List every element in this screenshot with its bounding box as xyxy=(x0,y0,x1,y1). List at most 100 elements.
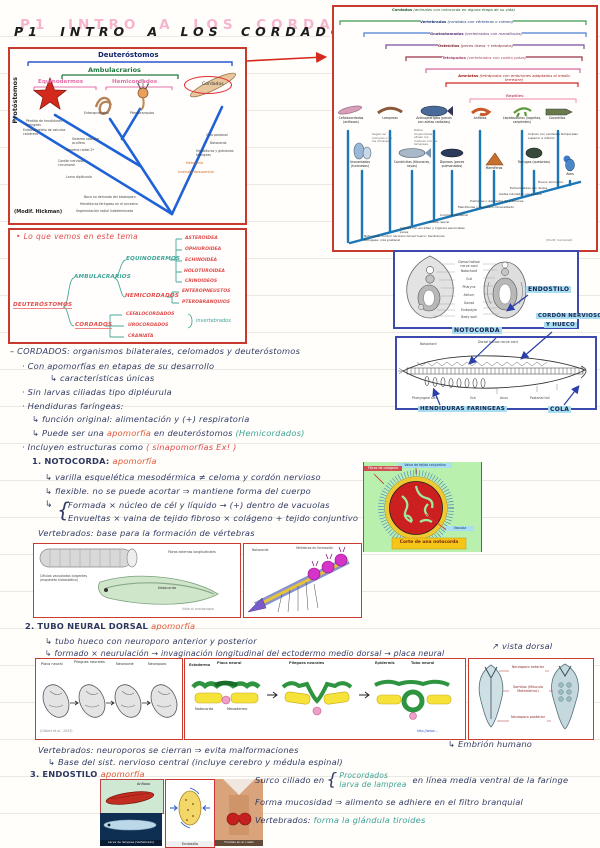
note-line: – CORDADOS: organismos bilaterales, celo… xyxy=(10,346,301,356)
vertebrae-drawing xyxy=(247,546,350,613)
taxon-label: Condrictios (tiburones, rayas) xyxy=(393,160,431,168)
fig-label: Dorsal hollow nerve cord xyxy=(458,260,480,268)
page-title: P1 INTRO A LOS CORDADOS xyxy=(14,24,361,39)
tree-node-label: Segmentación radial indeterminada xyxy=(76,209,134,213)
sec1-num: 1. NOTOCORDA: xyxy=(32,456,113,466)
cm-leaf: HOLOTUROIDEA xyxy=(184,269,225,274)
fig-label: Vértebras en formación xyxy=(296,546,334,550)
clade-sub: (vertebrados con mandíbulas) xyxy=(464,31,523,36)
hendiduras-highlight-label: HENDIDURAS FARINGEAS xyxy=(418,406,508,412)
fig-label: Anus xyxy=(500,396,508,400)
fig-caption: Endostilo xyxy=(166,841,214,847)
note-line: ↳ Puede ser una apomorfía en deuteróstom… xyxy=(32,428,305,438)
clade-bracket-label: Cordados (animales con notocorda en algu… xyxy=(392,7,515,13)
sec3-tag: apomorfía xyxy=(100,769,145,779)
note-segment-sinapomorfias: ( sinapomorfías Ex! ) xyxy=(145,442,237,452)
clade-name: Cordados xyxy=(392,7,413,12)
note-line: Forma mucosidad ⇒ alimento se adhiere en… xyxy=(255,797,524,807)
lamprey-larva-drawing xyxy=(103,819,157,831)
note-line: Formada × núcleo de cél y líquido → (+) … xyxy=(68,500,330,510)
fig-label: Epidermis xyxy=(375,661,395,665)
taxon-label: Actinopterigios (peces con aletas radiad… xyxy=(416,116,452,124)
taxon-label: Aves xyxy=(566,172,574,176)
figure-credit: (Modif. Campbell) xyxy=(546,238,573,242)
tree-node-label: Pérdida de hendiduras faríngeas xyxy=(26,119,62,127)
tree-node-label: Endoesqueleto de osículos calcáreos xyxy=(23,128,66,136)
cm-invertebrados-note: invertebrados xyxy=(196,318,231,324)
fig-label: Somitos (Músculo Metamérico) xyxy=(513,685,543,694)
sec3-title: 3. ENDOSTILO apomorfía xyxy=(30,769,145,779)
sec2-title: 2. TUBO NEURAL DORSAL apomorfía xyxy=(25,621,195,631)
note-segment-procordados: Procordados xyxy=(339,771,389,780)
cm-leaf: OPHIUROIDEA xyxy=(185,247,222,252)
clade-sub: (tetrápodos con embriones adaptados al m… xyxy=(479,73,570,83)
fig-caption: Anfioxo xyxy=(137,782,150,786)
cm-leaf: UROCORDADOS xyxy=(128,323,169,328)
clade-bracket-label: Vertebrados (cordados con vértebras o cr… xyxy=(420,19,514,25)
anfioxo-image: Anfioxo xyxy=(100,779,164,814)
ambulacrarios-label: Ambulacrarios xyxy=(86,66,143,74)
clade-bracket-label: Gnatostomados (vertebrados con mandíbula… xyxy=(430,31,523,37)
embryo-dorsal-figure: Neuroporo anterior Somitos (Músculo Meta… xyxy=(468,658,594,740)
fig-label: Gut xyxy=(470,396,476,400)
clade-sub: (cordados con vértebras o cráneo) xyxy=(447,19,514,24)
note-segment: Vertebrados: xyxy=(255,815,314,825)
small-phylogeny-figure: Protóstomos Deuteróstomos Ambulacrarios … xyxy=(8,47,247,225)
deuterostomos-label: Deuteróstomos xyxy=(96,51,161,59)
clade-bracket-label: Tetrápodos (vertebrados con cuatro patas… xyxy=(442,55,527,61)
clade-bracket-label: Reptiles xyxy=(506,93,524,99)
cm-leaf: CRANIATA xyxy=(128,334,154,339)
tree-node-label: Simetría radial 2ª xyxy=(66,148,94,152)
fig-label: Notocorda xyxy=(195,707,214,711)
brace-glyph: { xyxy=(326,770,338,790)
tree-node-label: Cresta neural xyxy=(429,220,450,224)
tree-side-note: Datos moleculares sitúan los mixines con… xyxy=(414,128,438,147)
fig-label: Notochord xyxy=(460,269,478,273)
clade-bracket-label: Amniotas (tetrápodos con embriones adapt… xyxy=(452,73,576,83)
note-line: · Incluyen estructuras como ( sinapomorf… xyxy=(22,442,237,452)
fig-caption: Larva de lamprea (Vertebrado) xyxy=(100,840,162,846)
note-line: ↳ tubo hueco con neuroporo anterior y po… xyxy=(45,636,257,646)
tree-node-label: Notocorda xyxy=(210,141,227,145)
neurulation-figure: Ectodermo Placa neural Notocorda Mesoder… xyxy=(184,658,466,740)
fig-label: Células vacuoladas turgentes (esqueleto … xyxy=(40,574,88,582)
cm-leaf: ENTEROPNEUSTOS xyxy=(182,289,231,294)
sec1-title: 1. NOTOCORDA: apomorfía xyxy=(32,456,157,466)
fig-label: Tubo neural xyxy=(411,661,435,665)
vertebrae-figure: Notocorda Vértebras en formación xyxy=(243,543,362,618)
note-segment: ↳ Puede ser una xyxy=(32,428,107,438)
sec3-line1: Surco ciliado en { Procordados larva de … xyxy=(255,770,568,790)
tree-node-label: Sistema vascular acuífero xyxy=(72,137,100,145)
cordados-circle-annotation xyxy=(184,76,232,94)
embryo-dorsal-drawing xyxy=(478,663,579,730)
embrion-humano-note: ↳ Embrión humano xyxy=(448,739,533,749)
neurulation-drawing xyxy=(191,679,452,720)
fig-label: Notocorda xyxy=(252,548,269,552)
note-line: Vertebrados: base para la formación de v… xyxy=(38,528,255,538)
page-title-highlight: P1 INTRO A LOS CORDADOS xyxy=(20,17,383,33)
tree-node-label: Aletas lobuladas con huesos xyxy=(499,192,542,196)
brace-glyph: { xyxy=(57,498,70,522)
note-segment: Surco ciliado en xyxy=(255,775,325,785)
cm-leaf: CEFALOCORDADOS xyxy=(126,312,175,317)
tree-node-label: Notocorda; cordón nervioso dorsal hueco;… xyxy=(364,234,445,242)
notochord-rod-drawing xyxy=(39,548,219,605)
clade-name: Osteíctios xyxy=(438,43,460,48)
fig-label: Placa neural xyxy=(41,662,63,666)
tree-node-label: Extremidades con dedos xyxy=(510,186,548,190)
note-segment-tiroides: forma la glándula tiroides xyxy=(313,815,426,825)
endostilo-highlight-label: ENDOSTILO xyxy=(526,286,572,293)
note-line: ↳ características únicas xyxy=(50,373,155,383)
notochord-rod-figure: Fibras externas longitudinales Células v… xyxy=(33,543,241,618)
large-phylogeny-figure: Cordados (animales con notocorda en algu… xyxy=(332,5,598,252)
thyroid-photo-image: Tiroides en el cuello xyxy=(215,779,263,846)
clade-name: Vertebrados xyxy=(420,19,447,24)
fig-label: Neuroporo xyxy=(148,662,167,666)
neurula-stages-drawing xyxy=(42,684,178,718)
clade-name: Reptiles xyxy=(506,93,524,98)
fig-label: Vaina de tejido conjuntivo xyxy=(398,463,452,468)
clade-name: Tetrápodos xyxy=(442,55,466,60)
note-line: · Hendiduras faríngeas: xyxy=(22,401,124,411)
note-line: ↳ Base del sist. nervioso central (inclu… xyxy=(48,757,343,767)
notochord-section-figure: Vaina de tejido conjuntivo Fibras de col… xyxy=(363,462,482,552)
